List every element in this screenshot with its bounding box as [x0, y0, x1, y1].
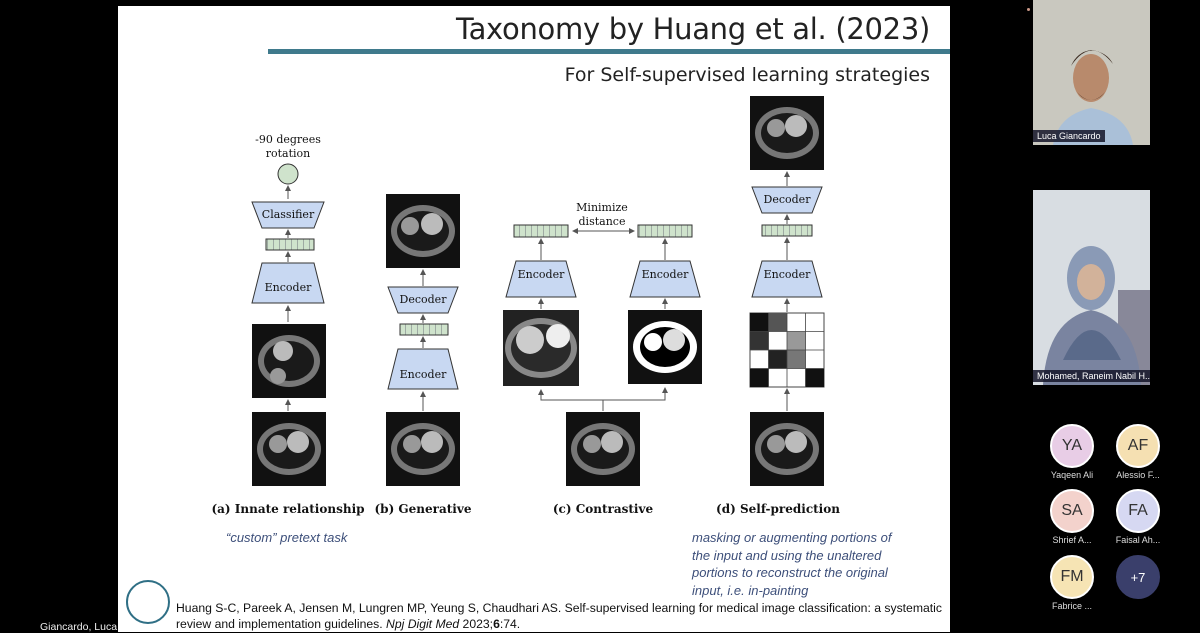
- ct-image-reconstructed: [750, 96, 824, 170]
- citation-pages: :74.: [499, 617, 521, 631]
- decoder-label: Decoder: [764, 193, 812, 206]
- encoder-label: Encoder: [764, 268, 811, 281]
- avatar: SA: [1050, 489, 1094, 533]
- more-count: +7: [1116, 555, 1160, 599]
- encoder-label: Encoder: [400, 368, 447, 381]
- video-tile-raneim[interactable]: Mohamed, Raneim Nabil H...: [1033, 190, 1150, 385]
- avatar: FA: [1116, 489, 1160, 533]
- panel-generative: Decoder Encoder (b) Generative: [375, 194, 472, 516]
- citation-volume: 6: [493, 617, 500, 631]
- video-name-label: Luca Giancardo: [1033, 130, 1105, 142]
- panel-self-prediction: Decoder Encoder: [716, 96, 840, 516]
- ct-image-augmented-2: [628, 310, 702, 384]
- participant-video-1: [1033, 0, 1150, 145]
- feature-vector-right: [637, 224, 693, 238]
- participant-video-2: [1033, 190, 1150, 385]
- participant-name: Shrief A...: [1052, 535, 1092, 545]
- citation: Huang S-C, Pareek A, Jensen M, Lungren M…: [176, 600, 946, 632]
- ct-image-input: [252, 412, 326, 486]
- slide-subtitle: For Self-supervised learning strategies: [564, 64, 930, 86]
- participant-shrief[interactable]: SA Shrief A...: [1042, 489, 1102, 545]
- encoder-block: [387, 348, 459, 390]
- encoder-block-right: [629, 260, 701, 298]
- participant-name: Yaqeen Ali: [1050, 470, 1094, 480]
- presenter-label: Giancardo, Luca: [40, 621, 118, 633]
- more-participants-button[interactable]: +7: [1108, 555, 1168, 599]
- ct-image-augmented-1: [503, 310, 579, 386]
- feature-vector: [265, 238, 315, 251]
- avatar: YA: [1050, 424, 1094, 468]
- avatar: FM: [1050, 555, 1094, 599]
- caption-generative: (b) Generative: [375, 502, 472, 516]
- status-dot: [1027, 8, 1030, 11]
- caption-innate: (a) Innate relationship: [211, 502, 364, 516]
- minimize-label-line2: distance: [579, 215, 626, 228]
- ct-image-rotated: [252, 324, 326, 398]
- encoder-block-left: [505, 260, 577, 298]
- ct-image-output: [386, 194, 460, 268]
- encoder-label: Encoder: [265, 281, 312, 294]
- decoder-label: Decoder: [400, 293, 448, 306]
- minimize-label-line1: Minimize: [576, 201, 628, 214]
- encoder-block: [251, 262, 325, 304]
- participant-fabrice[interactable]: FM Fabrice ...: [1042, 555, 1102, 611]
- encoder-block: [751, 260, 823, 298]
- feature-vector: [399, 323, 449, 336]
- citation-year: 2023;: [459, 617, 494, 631]
- classifier-label: Classifier: [262, 208, 315, 221]
- participant-name: Alessio F...: [1116, 470, 1160, 480]
- decoder-block: [751, 186, 823, 214]
- avatar: AF: [1116, 424, 1160, 468]
- participant-name: Faisal Ah...: [1115, 535, 1161, 545]
- participant-alessio[interactable]: AF Alessio F...: [1108, 424, 1168, 480]
- slide: Taxonomy by Huang et al. (2023) For Self…: [118, 6, 950, 632]
- rotation-label-line2: rotation: [266, 147, 311, 160]
- video-tile-luca[interactable]: Luca Giancardo: [1033, 0, 1150, 145]
- encoder-label: Encoder: [642, 268, 689, 281]
- decoder-block: [387, 286, 459, 314]
- ssl-taxonomy-figure: -90 degrees rotation Classifier Encoder: [211, 96, 840, 516]
- note-self-prediction: masking or augmenting portions of the in…: [692, 530, 892, 598]
- note-custom-pretext: “custom” pretext task: [226, 530, 348, 545]
- slide-title: Taxonomy by Huang et al. (2023): [455, 12, 930, 46]
- output-node: [277, 163, 299, 185]
- citation-journal: Npj Digit Med: [386, 617, 460, 631]
- panel-innate-relationship: -90 degrees rotation Classifier Encoder: [211, 133, 364, 516]
- feature-vector: [761, 224, 813, 237]
- logo-circle: [126, 580, 170, 624]
- title-underline: [268, 49, 950, 54]
- rotation-label-line1: -90 degrees: [255, 133, 321, 146]
- classifier-block: [251, 201, 325, 229]
- participant-faisal[interactable]: FA Faisal Ah...: [1108, 489, 1168, 545]
- ct-image-input: [566, 412, 640, 486]
- ct-image-input: [386, 412, 460, 486]
- masked-ct-image: [749, 312, 825, 388]
- participant-name: Fabrice ...: [1051, 601, 1092, 611]
- caption-contrastive: (c) Contrastive: [553, 502, 654, 516]
- encoder-label: Encoder: [518, 268, 565, 281]
- caption-self-prediction: (d) Self-prediction: [716, 502, 840, 516]
- panel-contrastive: Minimize distance Encoder Encoder: [503, 201, 702, 516]
- citation-text: Huang S-C, Pareek A, Jensen M, Lungren M…: [176, 601, 942, 631]
- feature-vector-left: [513, 224, 569, 238]
- ct-image-input: [750, 412, 824, 486]
- participant-yaqeen[interactable]: YA Yaqeen Ali: [1042, 424, 1102, 480]
- video-name-label: Mohamed, Raneim Nabil H...: [1033, 370, 1150, 382]
